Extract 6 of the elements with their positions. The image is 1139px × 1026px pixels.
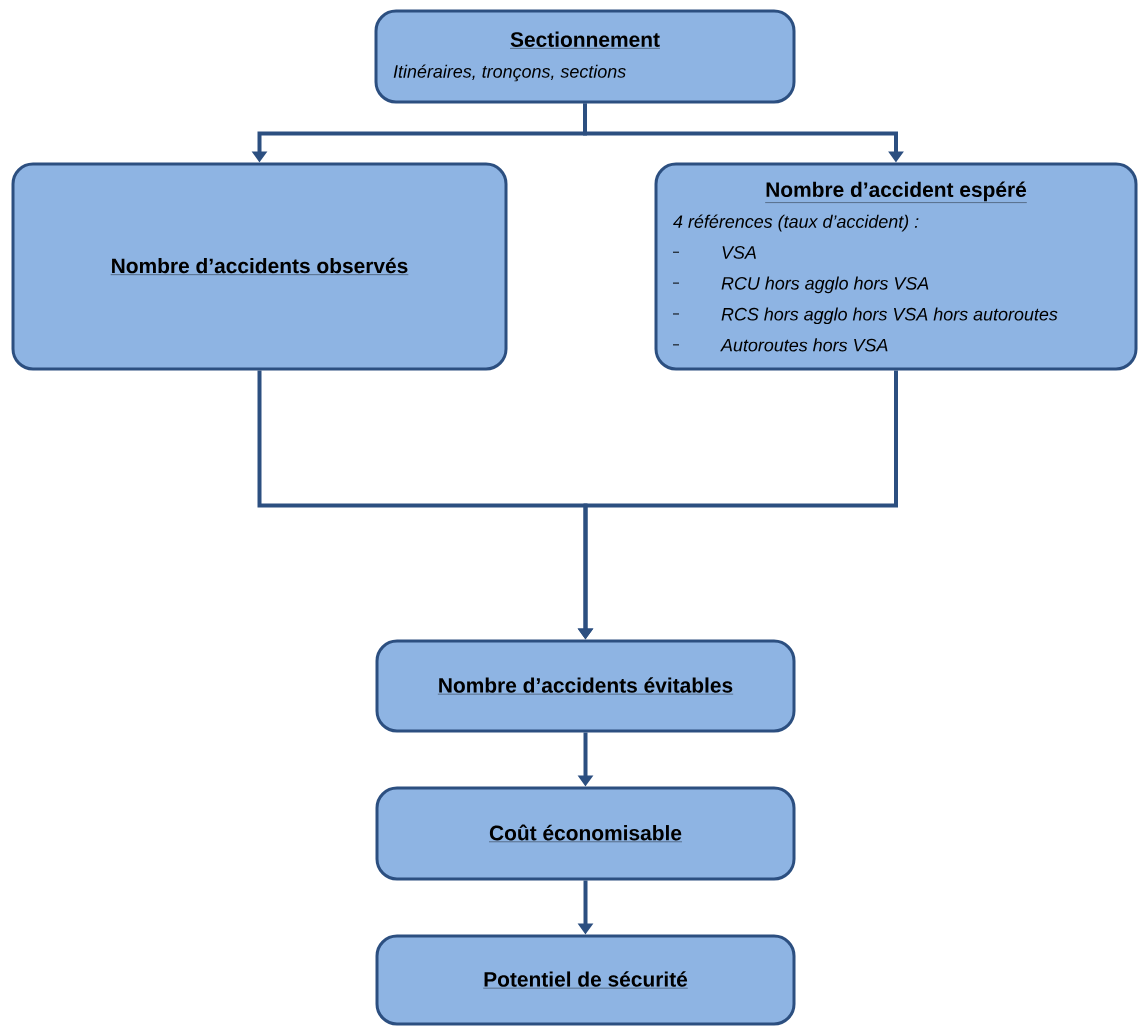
process-box: Nombre d’accidents évitables xyxy=(375,639,796,733)
process-box: Potentiel de sécurité xyxy=(375,934,796,1026)
process-box: Nombre d’accidents observés xyxy=(11,162,508,371)
process-box: Nombre d’accident espéré 4 références (taux d’accident) : VSA RCU hors agglo hors VSA RCS hors agglo hors VSA hors autoroutes Autoroutes hors VSA xyxy=(654,162,1138,371)
process-box: Coût économisable xyxy=(375,786,796,881)
process-box: Sectionnement Itinéraires, tronçons, sections xyxy=(374,9,796,104)
